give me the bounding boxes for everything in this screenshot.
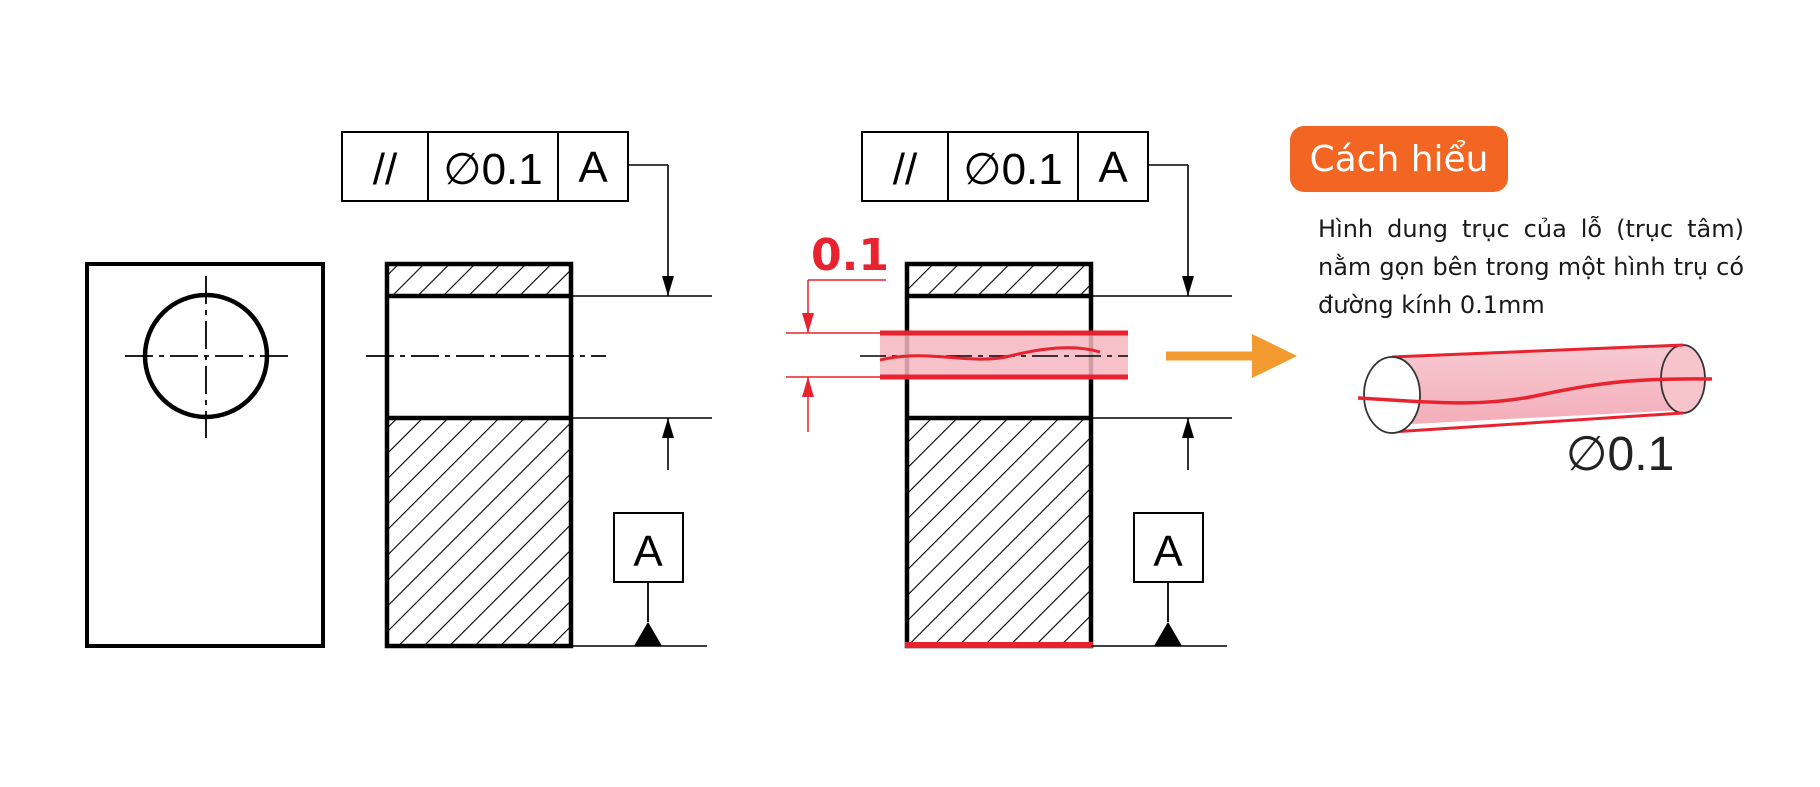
feature-control-frame-right: // ∅0.1 A — [861, 131, 1149, 202]
front-view — [85, 262, 325, 648]
tolerance-value: ∅0.1 — [443, 145, 543, 194]
section-view-left — [366, 164, 712, 649]
section-view-right: 0.1 — [786, 164, 1232, 649]
datum-reference: A — [578, 143, 608, 192]
arrow-right-icon — [1166, 334, 1297, 378]
datum-feature-left: A — [613, 512, 684, 646]
parallelism-symbol: // — [373, 145, 398, 194]
datum-letter: A — [633, 527, 663, 576]
interpretation-badge: Cách hiểu — [1290, 126, 1508, 192]
cylinder-diameter-label: ∅0.1 — [1566, 428, 1675, 481]
tolerance-zone-label: 0.1 — [811, 230, 889, 281]
datum-feature-right: A — [1133, 512, 1204, 646]
tolerance-value: ∅0.1 — [963, 145, 1063, 194]
datum-reference: A — [1098, 143, 1128, 192]
tolerance-cylinder: ∅0.1 — [1357, 343, 1713, 481]
parallelism-symbol: // — [893, 145, 918, 194]
feature-control-frame-left: // ∅0.1 A — [341, 131, 629, 202]
datum-letter: A — [1153, 527, 1183, 576]
interpretation-description: Hình dung trục của lỗ (trục tâm) nằm gọn… — [1318, 215, 1744, 319]
